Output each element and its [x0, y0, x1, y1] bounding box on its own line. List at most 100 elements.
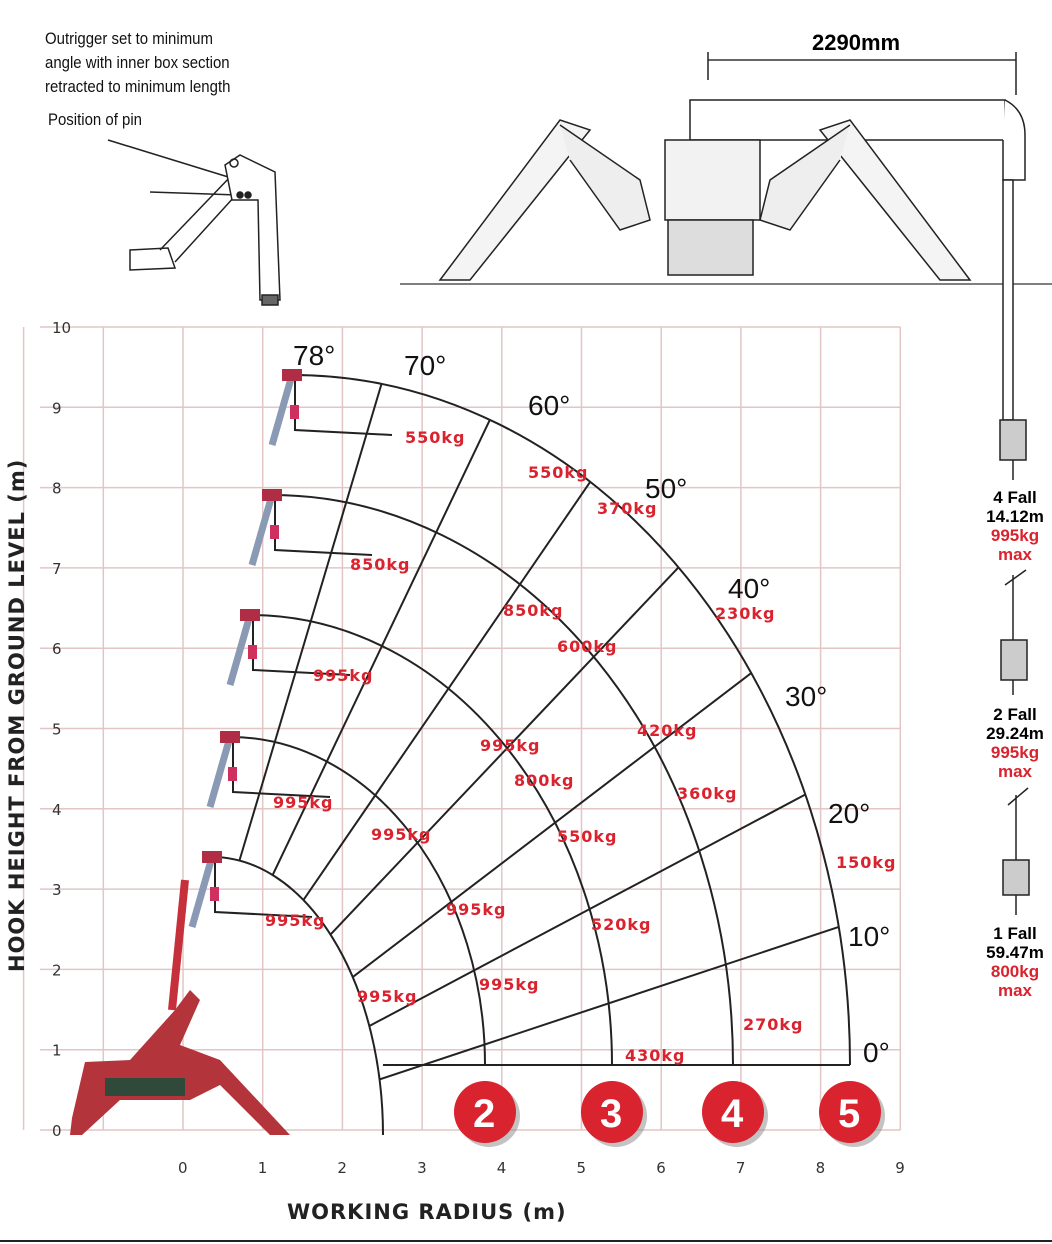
boom-illustrations [188, 369, 393, 928]
boom-angle-line [238, 383, 383, 861]
angle-label: 70° [404, 350, 446, 381]
boom-head [262, 489, 282, 501]
y-tick-label: 8 [52, 480, 62, 498]
hook-block [248, 645, 257, 659]
boom-head [220, 731, 240, 743]
note-line: Outrigger set to minimum [45, 29, 213, 48]
boom-section [188, 856, 216, 928]
boom-section [206, 736, 234, 808]
load-label: 150kg [836, 853, 897, 872]
boom-section-marker: 4 [702, 1081, 768, 1147]
load-label: 420kg [637, 721, 698, 740]
fall-max: max [997, 762, 1033, 781]
hook-line [232, 743, 331, 798]
load-label: 600kg [557, 637, 618, 656]
x-axis-label: WORKING RADIUS (m) [287, 1200, 567, 1224]
hook-block [290, 405, 299, 419]
note-line: angle with inner box section [45, 53, 230, 72]
boom-section-number: 5 [838, 1092, 860, 1136]
angle-label: 50° [645, 473, 687, 504]
hook-line [274, 501, 373, 556]
boom-head [202, 851, 222, 863]
angle-label: 40° [728, 573, 770, 604]
load-label: 800kg [514, 771, 575, 790]
hook-line [214, 863, 313, 918]
boom-length-arc [291, 374, 851, 1066]
chart-labels: 78°70°60°50°40°30°20°10°0°550kg550kg370k… [265, 340, 897, 1147]
x-tick-label: 3 [417, 1159, 427, 1177]
boom-head [240, 609, 260, 621]
pin-note: Position of pin [48, 110, 142, 129]
fall-length: 29.24m [986, 724, 1044, 743]
boom-section-marker: 5 [819, 1081, 885, 1147]
boom-angle-line [271, 419, 491, 876]
fall-name: 4 Fall [993, 488, 1037, 507]
y-axis-label: HOOK HEIGHT FROM GROUND LEVEL (m) [5, 459, 29, 972]
x-tick-label: 5 [577, 1159, 587, 1177]
fall-capacity: 800kg [990, 962, 1040, 981]
angle-label: 0° [863, 1037, 890, 1068]
boom-section [226, 614, 254, 686]
fall-max: max [997, 545, 1033, 564]
y-tick-label: 7 [52, 560, 62, 578]
load-label: 995kg [371, 825, 432, 844]
load-label: 370kg [597, 499, 658, 518]
hook-block [270, 525, 279, 539]
load-label: 995kg [265, 911, 326, 930]
note-line: retracted to minimum length [45, 77, 231, 96]
hook-line [252, 621, 351, 676]
angle-label: 60° [528, 390, 570, 421]
mini-crane-illustration [70, 879, 290, 1135]
y-tick-label: 10 [52, 319, 71, 337]
boom-angle-line [352, 672, 752, 978]
boom-section [248, 494, 276, 566]
boom-section-number: 2 [473, 1092, 495, 1136]
y-tick-label: 6 [52, 640, 62, 658]
load-label: 430kg [625, 1046, 686, 1065]
boom-angle-line [329, 566, 680, 936]
boom-head [282, 369, 302, 381]
load-label: 270kg [743, 1015, 804, 1034]
boom-length-arc [271, 494, 734, 1066]
boom-angle-line [302, 481, 592, 901]
outrigger-illustration [107, 139, 281, 306]
fall-length: 59.47m [986, 943, 1044, 962]
load-label: 360kg [677, 784, 738, 803]
angle-label: 20° [828, 798, 870, 829]
load-label: 995kg [446, 900, 507, 919]
boom-length-arc [229, 736, 486, 1066]
boom-section-number: 3 [600, 1092, 622, 1136]
fall-max: max [997, 981, 1033, 1000]
load-label: 520kg [591, 915, 652, 934]
boom-length-arc [211, 856, 384, 1136]
x-tick-label: 1 [258, 1159, 268, 1177]
boom-section-marker: 3 [581, 1081, 647, 1147]
load-label: 550kg [557, 827, 618, 846]
x-tick-label: 9 [895, 1159, 905, 1177]
load-label: 230kg [715, 604, 776, 623]
fall-capacity: 995kg [990, 526, 1040, 545]
load-label: 850kg [350, 555, 411, 574]
x-tick-label: 2 [337, 1159, 347, 1177]
x-tick-label: 0 [178, 1159, 188, 1177]
y-tick-label: 4 [52, 801, 62, 819]
load-label: 550kg [405, 428, 466, 447]
y-tick-label: 0 [52, 1122, 62, 1140]
boom-angle-line [368, 793, 806, 1027]
boom-arcs [211, 374, 851, 1136]
boom-section-marker: 2 [454, 1081, 520, 1147]
y-tick-label: 2 [52, 961, 62, 979]
load-label: 550kg [528, 463, 589, 482]
fall-capacity: 995kg [990, 743, 1040, 762]
y-tick-label: 1 [52, 1042, 62, 1060]
hook-line [294, 381, 393, 436]
y-tick-label: 3 [52, 881, 62, 899]
angle-label: 10° [848, 921, 890, 952]
chart-grid [22, 326, 902, 1131]
boom-section-number: 4 [721, 1092, 744, 1136]
x-tick-label: 7 [736, 1159, 746, 1177]
